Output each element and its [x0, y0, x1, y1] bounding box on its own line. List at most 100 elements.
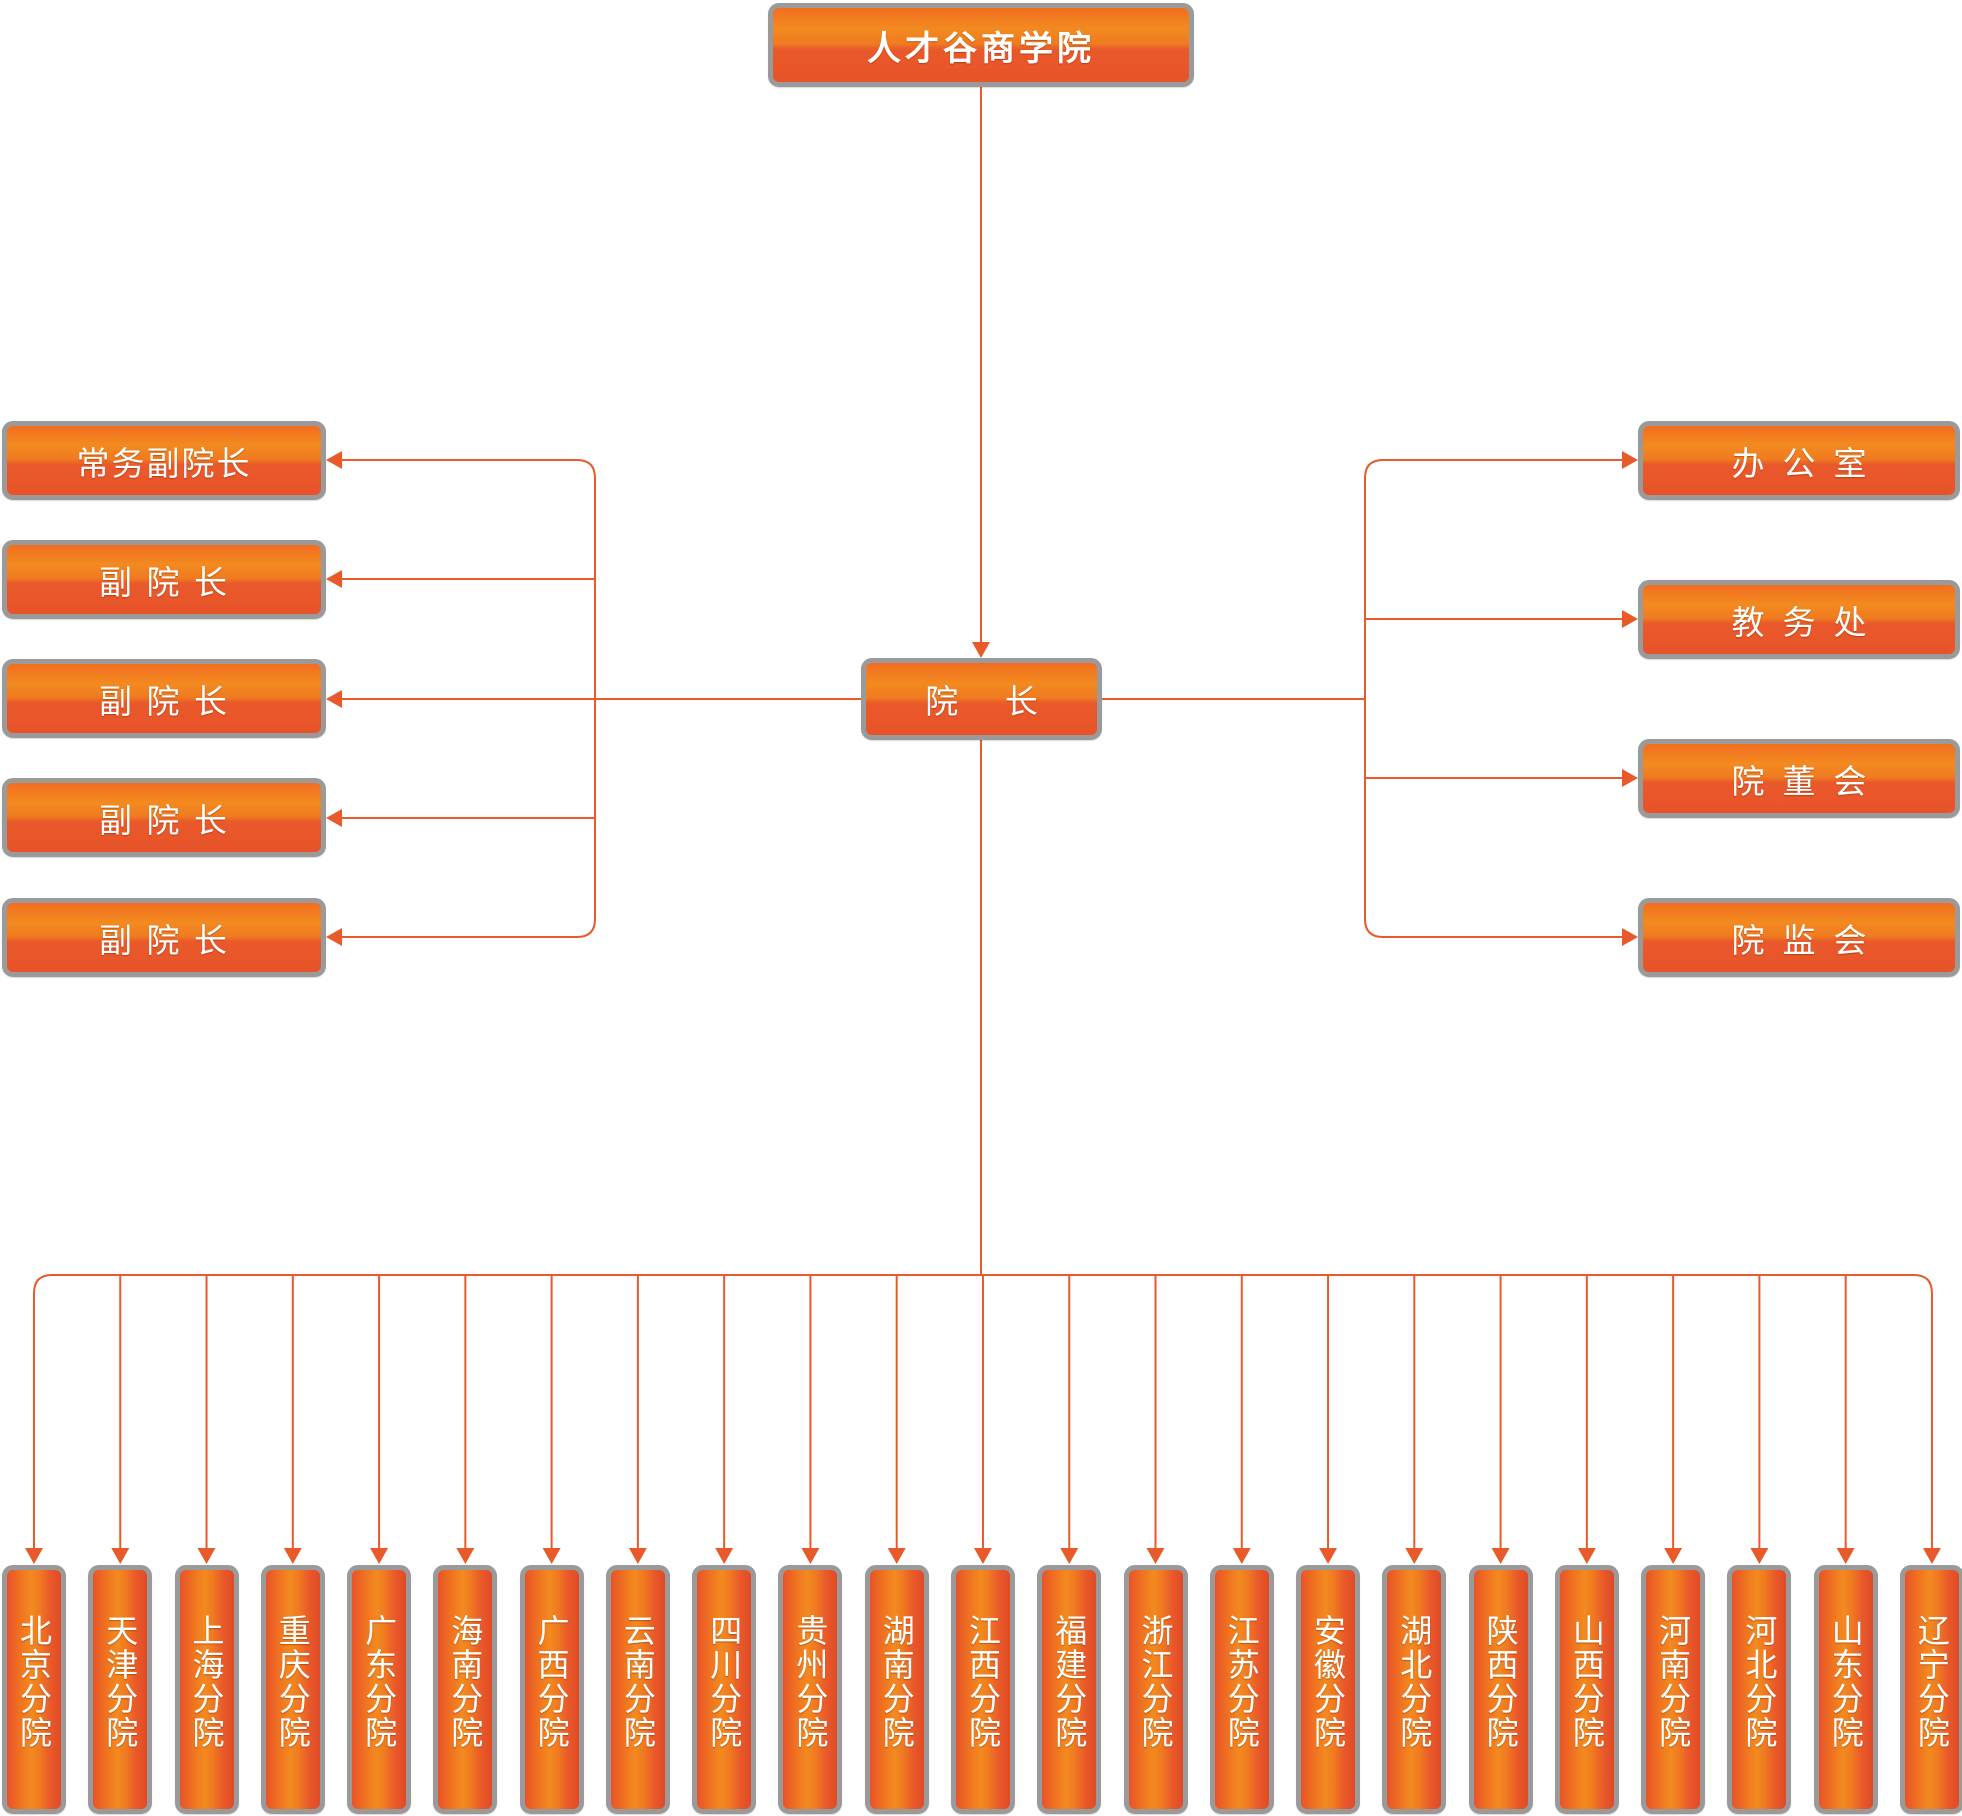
arrow-head	[542, 1548, 561, 1564]
arrow-head	[1622, 928, 1638, 946]
arrow-head	[1922, 1548, 1941, 1564]
branch-node: 北京分院	[2, 1565, 66, 1814]
branch-node-label: 江苏分院	[1222, 1614, 1261, 1750]
arrow-head	[1491, 1548, 1510, 1564]
branch-node: 陕西分院	[1468, 1565, 1533, 1814]
right-node-label: 教务处	[1731, 602, 1885, 642]
left-node-vice-president: 副 院 长	[2, 778, 326, 857]
arrow-head	[887, 1548, 906, 1564]
right-node-academic-affairs: 教务处	[1638, 580, 1960, 659]
branch-node: 天津分院	[88, 1565, 153, 1814]
left-node-vice-president: 副 院 长	[2, 898, 326, 977]
branch-node: 福建分院	[1037, 1565, 1102, 1814]
branch-node-label: 天津分院	[101, 1614, 140, 1750]
arrow-head	[456, 1548, 475, 1564]
arrow-head	[972, 642, 990, 658]
branch-node-label: 湖北分院	[1395, 1614, 1434, 1750]
arrow-head	[801, 1548, 820, 1564]
branch-node-label: 陕西分院	[1481, 1614, 1520, 1750]
right-node-label: 院董会	[1731, 761, 1885, 801]
president-node: 院 长	[861, 658, 1102, 740]
branch-node-label: 江西分院	[964, 1614, 1002, 1750]
left-node-label: 副 院 长	[99, 920, 229, 960]
left-node-label: 副 院 长	[99, 562, 229, 602]
left-node-executive-vice-president: 常务副院长	[2, 421, 326, 500]
arrow-head	[326, 809, 342, 827]
branch-node: 湖南分院	[864, 1565, 929, 1814]
left-node-label: 副 院 长	[99, 800, 229, 840]
branch-node-label: 山西分院	[1567, 1614, 1606, 1750]
branch-node: 安徽分院	[1296, 1565, 1360, 1814]
branch-node-label: 辽宁分院	[1912, 1614, 1951, 1750]
arrow-head	[1146, 1548, 1165, 1564]
branch-node: 河北分院	[1727, 1565, 1792, 1814]
arrow-head	[370, 1548, 389, 1564]
arrow-head	[1232, 1548, 1251, 1564]
arrow-head	[715, 1548, 734, 1564]
branch-node: 江西分院	[951, 1565, 1015, 1814]
arrow-head	[326, 928, 342, 946]
arrow-head	[1319, 1548, 1338, 1564]
president-node-label: 院 长	[925, 682, 1056, 721]
branch-node-label: 浙江分院	[1136, 1614, 1175, 1750]
arrow-head	[1664, 1548, 1683, 1564]
arrow-head	[1836, 1548, 1855, 1564]
branch-node-label: 安徽分院	[1309, 1614, 1347, 1750]
arrow-head	[1405, 1548, 1424, 1564]
arrow-head	[111, 1548, 130, 1564]
branch-node-label: 云南分院	[618, 1614, 657, 1750]
branch-node: 海南分院	[433, 1565, 498, 1814]
branch-node-label: 四川分院	[705, 1614, 744, 1750]
right-node-supervisory-board: 院监会	[1638, 898, 1960, 977]
right-node-label: 办公室	[1731, 443, 1885, 483]
branch-node: 广东分院	[347, 1565, 412, 1814]
branch-node: 贵州分院	[778, 1565, 843, 1814]
branch-node: 四川分院	[692, 1565, 757, 1814]
root-node: 人才谷商学院	[768, 3, 1194, 87]
arrow-head	[1060, 1548, 1079, 1564]
branch-node: 重庆分院	[260, 1565, 325, 1814]
branch-node: 浙江分院	[1123, 1565, 1188, 1814]
branch-node-label: 广西分院	[532, 1614, 571, 1750]
branch-node-label: 湖南分院	[877, 1614, 916, 1750]
left-node-label: 副 院 长	[99, 681, 229, 721]
branch-node: 上海分院	[174, 1565, 239, 1814]
arrow-head	[197, 1548, 216, 1564]
arrow-head	[1622, 451, 1638, 469]
branch-node-label: 河北分院	[1740, 1614, 1779, 1750]
right-node-office: 办公室	[1638, 421, 1960, 500]
branch-node: 辽宁分院	[1899, 1565, 1962, 1814]
branch-node-label: 山东分院	[1826, 1614, 1865, 1750]
arrow-head	[1750, 1548, 1769, 1564]
right-node-label: 院监会	[1731, 920, 1885, 960]
left-node-label: 常务副院长	[76, 443, 252, 483]
branch-node-label: 海南分院	[446, 1614, 485, 1750]
branch-node: 广西分院	[519, 1565, 584, 1814]
branch-node: 山东分院	[1813, 1565, 1878, 1814]
arrow-head	[25, 1548, 43, 1564]
arrow-head	[973, 1548, 992, 1564]
arrow-head	[326, 451, 342, 469]
branch-node-label: 重庆分院	[273, 1614, 312, 1750]
arrow-head	[283, 1548, 302, 1564]
arrow-head	[1577, 1548, 1596, 1564]
arrow-head	[326, 570, 342, 588]
connector-right-top	[1364, 459, 1622, 479]
arrow-head	[628, 1548, 647, 1564]
left-node-vice-president: 副 院 长	[2, 540, 326, 619]
connector-left-top	[342, 459, 596, 479]
branch-node-label: 北京分院	[15, 1614, 53, 1750]
connector-right-bottom	[1364, 918, 1622, 938]
branch-node: 山西分院	[1554, 1565, 1619, 1814]
arrow-head	[1622, 610, 1638, 628]
connector-left-bottom	[342, 918, 596, 938]
branch-node: 河南分院	[1641, 1565, 1706, 1814]
left-node-vice-president: 副 院 长	[2, 659, 326, 738]
branch-node: 云南分院	[605, 1565, 670, 1814]
arrow-head	[326, 690, 342, 708]
branch-node-label: 广东分院	[360, 1614, 399, 1750]
branch-node-label: 上海分院	[187, 1614, 226, 1750]
right-node-board-of-directors: 院董会	[1638, 739, 1960, 818]
